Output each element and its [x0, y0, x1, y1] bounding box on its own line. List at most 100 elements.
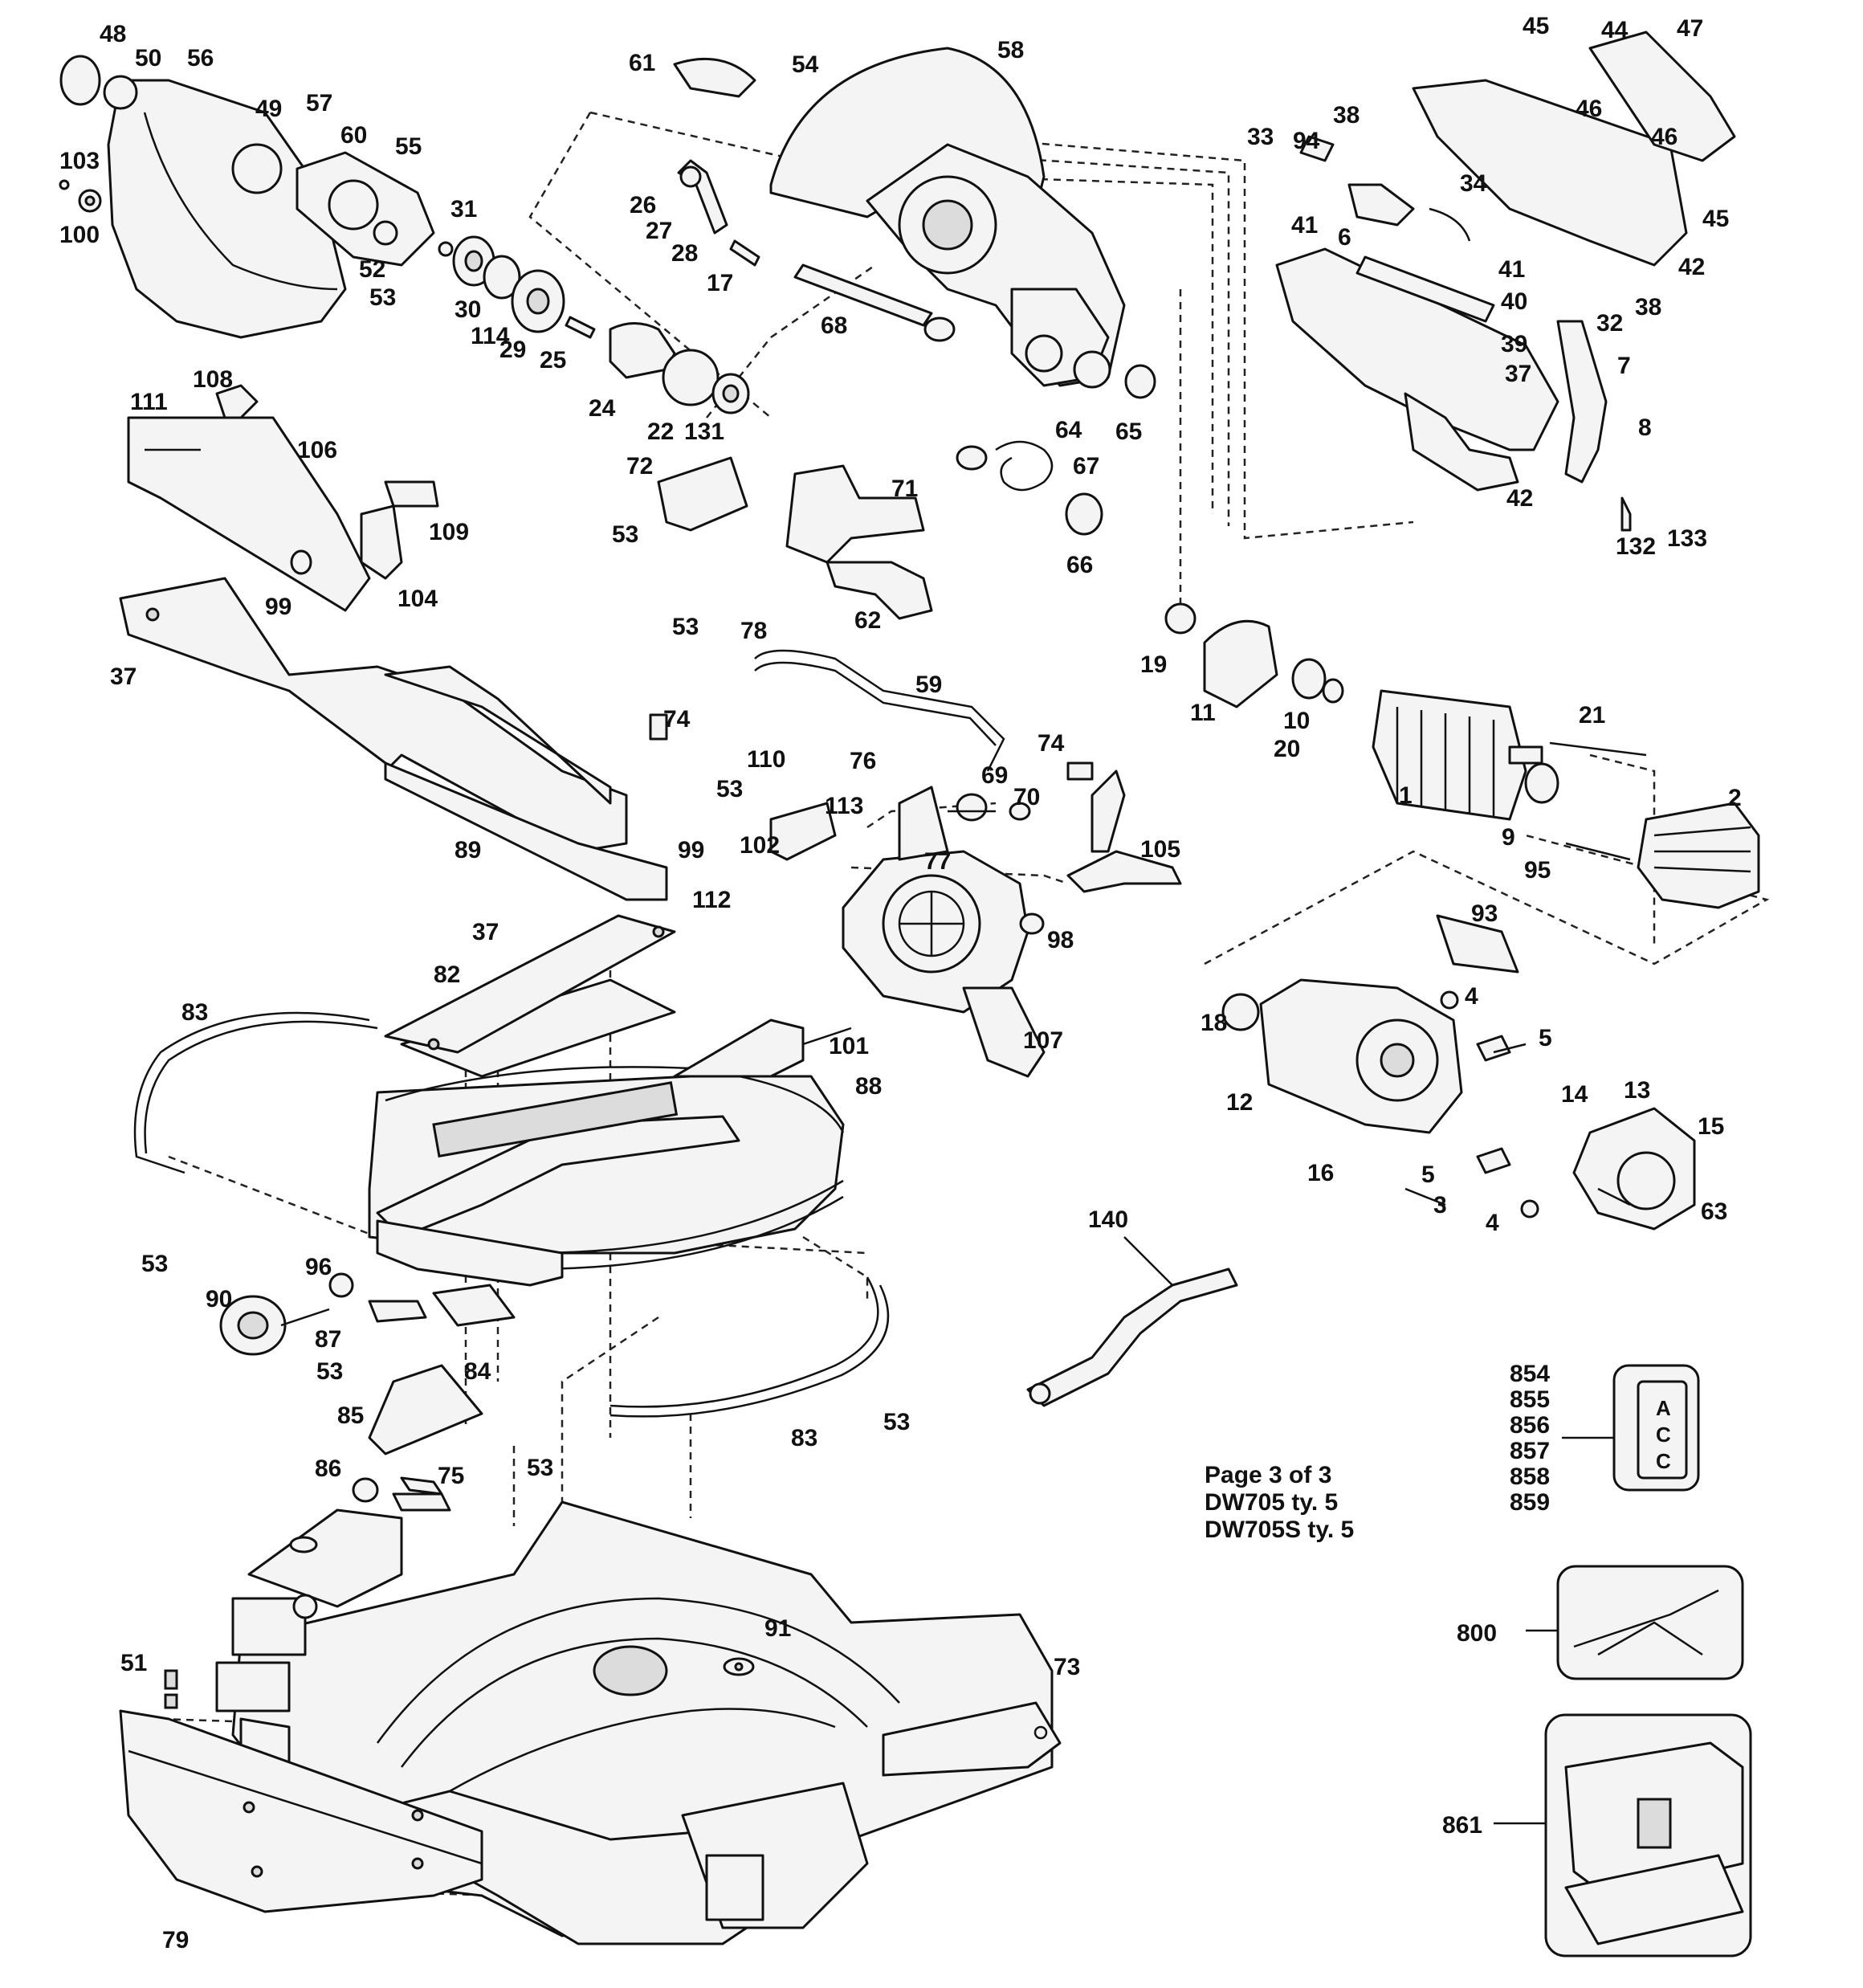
- callout: 13: [1624, 1077, 1650, 1104]
- callout: 64: [1055, 417, 1082, 443]
- callout: 114: [471, 323, 510, 349]
- callout: 75: [438, 1463, 464, 1489]
- callout: 71: [891, 476, 918, 502]
- callout: 32: [1596, 310, 1623, 337]
- callout: 7: [1617, 353, 1631, 379]
- callout: 105: [1140, 836, 1180, 863]
- callout: 84: [464, 1358, 491, 1385]
- callout: 9: [1502, 824, 1515, 851]
- callout: 53: [672, 614, 699, 640]
- callout: 47: [1677, 15, 1703, 42]
- callout: 110: [747, 746, 785, 773]
- callout: 106: [297, 437, 337, 463]
- page-number-text: Page 3 of 3: [1205, 1462, 1331, 1488]
- callout: 112: [692, 887, 731, 913]
- callout: 96: [305, 1254, 332, 1280]
- callout: 102: [740, 832, 780, 859]
- callout: 113: [825, 793, 863, 819]
- model-line-1: DW705 ty. 5: [1205, 1489, 1338, 1516]
- callout: 57: [306, 90, 332, 116]
- callout: 99: [678, 837, 704, 863]
- callout: 800: [1457, 1620, 1497, 1647]
- callout: 73: [1054, 1654, 1080, 1680]
- label-letters: A C C: [1656, 1396, 1671, 1473]
- callout: 74: [663, 706, 691, 733]
- callout: 74: [1037, 730, 1065, 757]
- callout: 29: [499, 337, 526, 363]
- callout: 8: [1638, 414, 1652, 441]
- callout: 5: [1421, 1161, 1435, 1188]
- callout: 83: [181, 999, 208, 1026]
- callout: 859: [1510, 1489, 1550, 1516]
- callout: 53: [141, 1251, 168, 1277]
- callout: 111: [130, 389, 168, 415]
- callout: 83: [791, 1425, 817, 1451]
- callout: 89: [455, 837, 481, 863]
- callout: 87: [315, 1326, 341, 1353]
- lower-guard-assembly: [59, 55, 1156, 620]
- callout: 51: [120, 1650, 147, 1676]
- callout: 27: [646, 218, 672, 244]
- callout: 44: [1601, 17, 1629, 43]
- callout: 85: [337, 1402, 364, 1429]
- callout: 54: [792, 51, 819, 78]
- callout: 66: [1066, 552, 1093, 578]
- callout: 42: [1678, 254, 1705, 280]
- callout: 56: [187, 45, 214, 71]
- motor-assembly: [1164, 602, 1760, 1231]
- callout: 33: [1247, 124, 1274, 150]
- callout: 37: [110, 663, 137, 690]
- callout: 861: [1442, 1812, 1482, 1839]
- callout: 86: [315, 1455, 341, 1482]
- callout: 53: [883, 1409, 910, 1435]
- callout: 21: [1579, 702, 1605, 729]
- callout: 104: [397, 586, 438, 612]
- callout: 53: [612, 521, 638, 548]
- callout: 62: [854, 607, 881, 634]
- handle-assembly: [1275, 31, 1736, 532]
- callout: 25: [540, 347, 566, 374]
- callout: 59: [915, 672, 942, 698]
- callout: 26: [630, 192, 656, 218]
- callout: 133: [1667, 525, 1707, 552]
- table-and-fence: [119, 577, 890, 1418]
- callout: 49: [255, 96, 282, 122]
- callout: 4: [1465, 983, 1478, 1010]
- callout: 1: [1399, 782, 1413, 809]
- callout: 53: [527, 1455, 553, 1481]
- callout: 48: [100, 21, 126, 47]
- callout: 79: [162, 1927, 189, 1953]
- callout: 16: [1307, 1160, 1334, 1186]
- model-line-2: DW705S ty. 5: [1205, 1517, 1354, 1543]
- callout: 12: [1226, 1089, 1253, 1116]
- callout: 70: [1013, 784, 1040, 810]
- callout: 132: [1616, 533, 1656, 560]
- callout: 30: [455, 296, 481, 323]
- callout: 94: [1293, 128, 1320, 154]
- label-letter: C: [1656, 1449, 1671, 1473]
- callout: 140: [1088, 1206, 1128, 1233]
- callout: 22: [647, 418, 674, 445]
- callout: 17: [707, 270, 733, 296]
- callout: 100: [59, 222, 100, 248]
- callout: 2: [1728, 785, 1742, 811]
- pivot-assembly: [649, 649, 1182, 1078]
- callout: 6: [1338, 224, 1351, 251]
- callout: 5: [1539, 1025, 1552, 1051]
- callout: 108: [193, 366, 233, 393]
- callout: 53: [316, 1358, 343, 1385]
- callout: 67: [1073, 453, 1099, 480]
- callout: 14: [1561, 1081, 1588, 1108]
- callout: 88: [855, 1073, 882, 1100]
- callout: 37: [1505, 361, 1531, 387]
- upper-guard-assembly: [673, 47, 1126, 389]
- callout: 19: [1140, 651, 1167, 678]
- leader-lines: [1123, 1043, 1631, 1825]
- callout: 20: [1274, 736, 1300, 762]
- callout: 109: [429, 519, 469, 545]
- callout: 3: [1433, 1192, 1447, 1219]
- callout: 95: [1524, 857, 1551, 884]
- callout: 93: [1471, 900, 1498, 927]
- callout: 38: [1333, 102, 1360, 129]
